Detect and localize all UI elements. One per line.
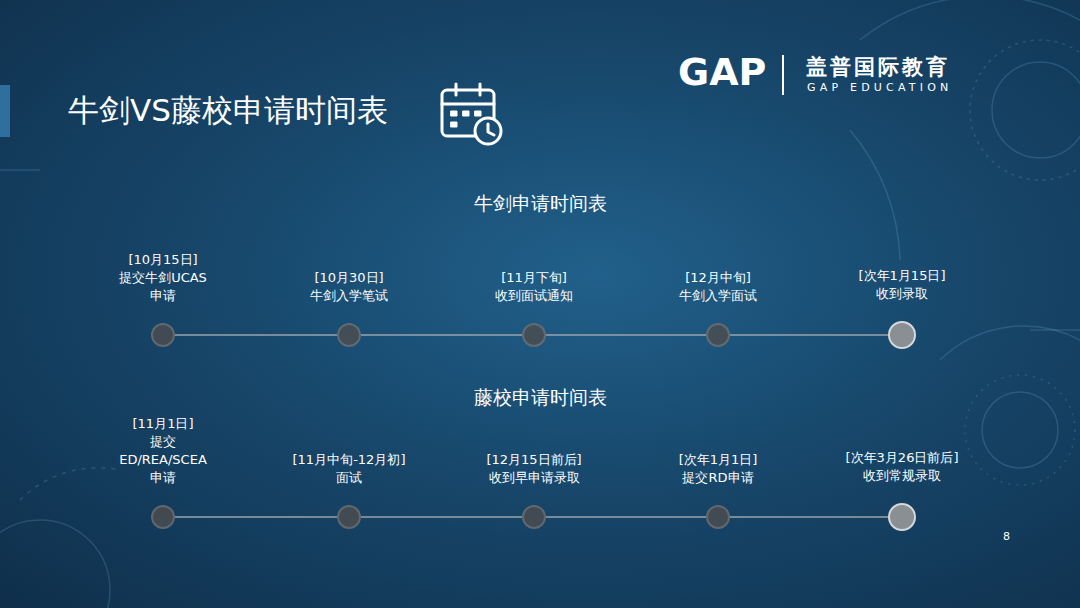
milestone-label: 牛剑入学笔试 <box>264 287 434 305</box>
timeline-line <box>361 516 522 518</box>
timeline-milestone: [10月15日]提交牛剑UCAS 申请 <box>113 251 213 347</box>
milestone-date: [次年1月15日] <box>817 267 987 285</box>
milestone-date: [12月中旬] <box>633 269 803 287</box>
milestone-label: 提交RD申请 <box>633 469 803 487</box>
accent-bar <box>0 85 10 137</box>
timeline-line <box>546 334 706 336</box>
timeline-milestone: [次年1月1日]提交RD申请 <box>633 451 803 529</box>
timeline-milestone: [11月下旬]收到面试通知 <box>449 269 619 347</box>
milestone-date: [10月15日] <box>113 251 213 269</box>
timeline-dot <box>337 505 361 529</box>
timeline-dot <box>337 323 361 347</box>
timeline-milestone: [12月中旬]牛剑入学面试 <box>633 269 803 347</box>
milestone-date: [次年1月1日] <box>633 451 803 469</box>
milestone-date: [11月中旬-12月初] <box>264 451 434 469</box>
milestone-date: [10月30日] <box>264 269 434 287</box>
calendar-icon <box>442 84 501 144</box>
timeline-dot <box>522 505 546 529</box>
timeline-dot <box>151 323 175 347</box>
milestone-date: [12月15日前后] <box>449 451 619 469</box>
timeline-milestone: [次年1月15日]收到录取 <box>817 267 987 349</box>
section-heading: 藤校申请时间表 <box>474 386 607 409</box>
timeline-dot <box>706 505 730 529</box>
milestone-label: 收到录取 <box>817 285 987 303</box>
logo-divider <box>782 55 784 95</box>
logo-text: 盖普国际教育 <box>806 55 950 80</box>
logo-text: GAP EDUCATION <box>807 81 952 94</box>
timeline-milestone: [10月30日]牛剑入学笔试 <box>264 269 434 347</box>
slide-title: 牛剑VS藤校申请时间表 <box>68 88 388 132</box>
timeline-dot <box>888 503 916 531</box>
timeline-line <box>730 516 888 518</box>
milestone-label: 牛剑入学面试 <box>633 287 803 305</box>
milestone-label: 收到常规录取 <box>817 467 987 485</box>
milestone-label: 收到面试通知 <box>449 287 619 305</box>
milestone-date: [11月下旬] <box>449 269 619 287</box>
timeline-dot <box>706 323 730 347</box>
milestone-label: 提交牛剑UCAS 申请 <box>113 269 213 305</box>
timeline-dot <box>522 323 546 347</box>
timeline-milestone: [12月15日前后]收到早申请录取 <box>449 451 619 529</box>
timeline-line <box>361 334 522 336</box>
section-heading: 牛剑申请时间表 <box>474 192 607 215</box>
timeline-line <box>175 334 337 336</box>
milestone-label: 面试 <box>264 469 434 487</box>
milestone-date: [11月1日] <box>116 415 211 433</box>
timeline-dot <box>151 505 175 529</box>
timeline-dot <box>888 321 916 349</box>
milestone-label: 收到早申请录取 <box>449 469 619 487</box>
timeline-line <box>730 334 888 336</box>
timeline-milestone: [11月中旬-12月初]面试 <box>264 451 434 529</box>
page-number: 8 <box>1003 530 1010 543</box>
timeline-line <box>175 516 337 518</box>
timeline-milestone: [11月1日]提交 ED/REA/SCEA 申请 <box>116 415 211 529</box>
logo-text: GAP <box>678 50 766 96</box>
timeline-line <box>546 516 706 518</box>
milestone-date: [次年3月26日前后] <box>817 449 987 467</box>
timeline-milestone: [次年3月26日前后]收到常规录取 <box>817 449 987 531</box>
milestone-label: 提交 ED/REA/SCEA 申请 <box>116 433 211 487</box>
